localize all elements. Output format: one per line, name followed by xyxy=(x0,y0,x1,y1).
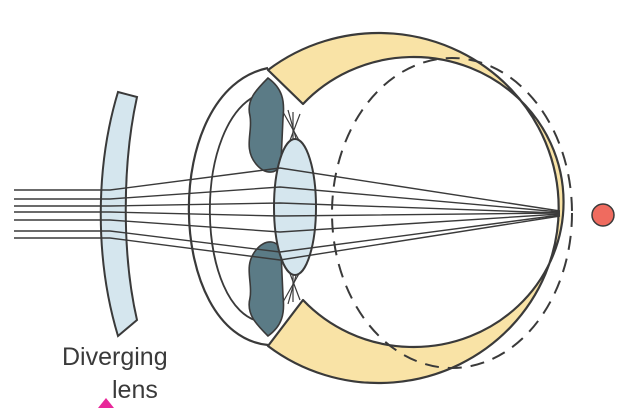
zonules-bottom xyxy=(283,271,300,304)
zonules-top xyxy=(283,110,300,143)
focal-point-marker xyxy=(592,204,614,226)
crystalline-lens xyxy=(274,139,316,275)
diverging-lens xyxy=(101,92,137,336)
lens-label-line1: Diverging xyxy=(62,345,168,370)
lens-label-line2: lens xyxy=(112,378,158,403)
iris-top xyxy=(249,78,283,172)
